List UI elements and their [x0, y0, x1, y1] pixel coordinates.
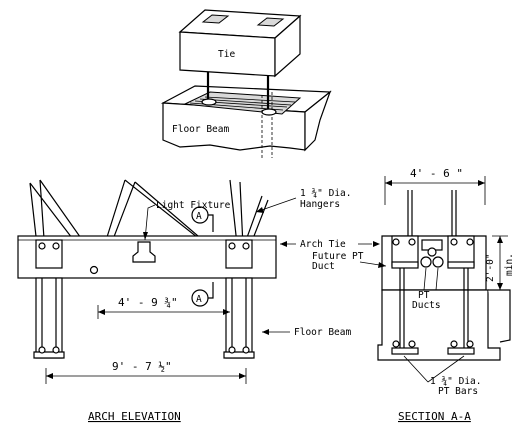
- floor-beam-spacing-dimension: 9' - 7 ½": [45, 360, 247, 384]
- svg-text:2'-0": 2'-0": [485, 253, 496, 282]
- svg-text:min.: min.: [504, 253, 515, 276]
- light-fixture: [132, 241, 156, 263]
- pt-bars-label-line1: 1 ¾" Dia.: [430, 376, 481, 387]
- hangers-label-line2: Hangers: [300, 199, 340, 210]
- arch-elevation: A A 4' - 9 ¾" 9' - 7 ½" Light Fixture 1 …: [17, 179, 380, 384]
- iso-tie-cell-left: [201, 14, 230, 24]
- section-pt-bars: [399, 266, 469, 350]
- pt-duct-left: [420, 256, 432, 268]
- hangers-label-line1: 1 ¾" Dia.: [300, 188, 351, 199]
- iso-tie-label: Tie: [218, 49, 235, 60]
- iso-tie-cell-right: [256, 17, 285, 27]
- pt-duct-right: [432, 256, 444, 268]
- svg-text:A: A: [196, 211, 202, 222]
- pt-bars-label-line2: PT Bars: [438, 386, 478, 397]
- svg-text:4' - 9 ¾": 4' - 9 ¾": [118, 296, 178, 309]
- light-fixture-label: Light Fixture: [156, 200, 231, 211]
- future-pt-label-line1: Future PT: [312, 251, 364, 262]
- hanger-node-right: [225, 239, 253, 269]
- section-marker-bottom: A: [191, 282, 214, 307]
- floor-beam-left: [33, 277, 65, 359]
- future-pt-duct: [427, 247, 437, 257]
- iso-tie-side: [274, 14, 301, 78]
- section-width-dimension: 4' - 6 ": [384, 167, 486, 205]
- section-a-a: 4' - 6 " 2'-0": [312, 167, 515, 397]
- floor-beam-label: Floor Beam: [294, 327, 351, 338]
- pt-ducts-label-line2: Ducts: [412, 300, 441, 311]
- section-hanger-rods: [407, 190, 457, 236]
- caption-arch-elevation: ARCH ELEVATION: [88, 410, 181, 423]
- caption-section-a-a: SECTION A-A: [398, 410, 471, 423]
- future-pt-label-line2: Duct: [312, 261, 335, 272]
- svg-text:9' - 7 ½": 9' - 7 ½": [112, 360, 172, 373]
- pt-ducts-label-line1: PT: [418, 290, 430, 301]
- iso-nut-left: [201, 98, 217, 106]
- tie-depth-dimension: 2'-0" min.: [485, 235, 515, 291]
- arch-tie-label: Arch Tie: [300, 239, 346, 250]
- svg-text:A: A: [196, 294, 202, 305]
- hanger-node-left: [35, 239, 99, 275]
- svg-text:4' - 6 ": 4' - 6 ": [410, 167, 463, 180]
- hanger-spacing-dimension: 4' - 9 ¾": [97, 296, 230, 319]
- section-marker-top: A: [191, 206, 214, 232]
- floor-beam-right: [223, 277, 255, 359]
- iso-floor-beam-side: [304, 90, 332, 152]
- isometric-detail: Tie Floor Beam: [160, 9, 332, 158]
- iso-nut-right: [261, 108, 277, 116]
- iso-floor-beam-label: Floor Beam: [172, 124, 229, 135]
